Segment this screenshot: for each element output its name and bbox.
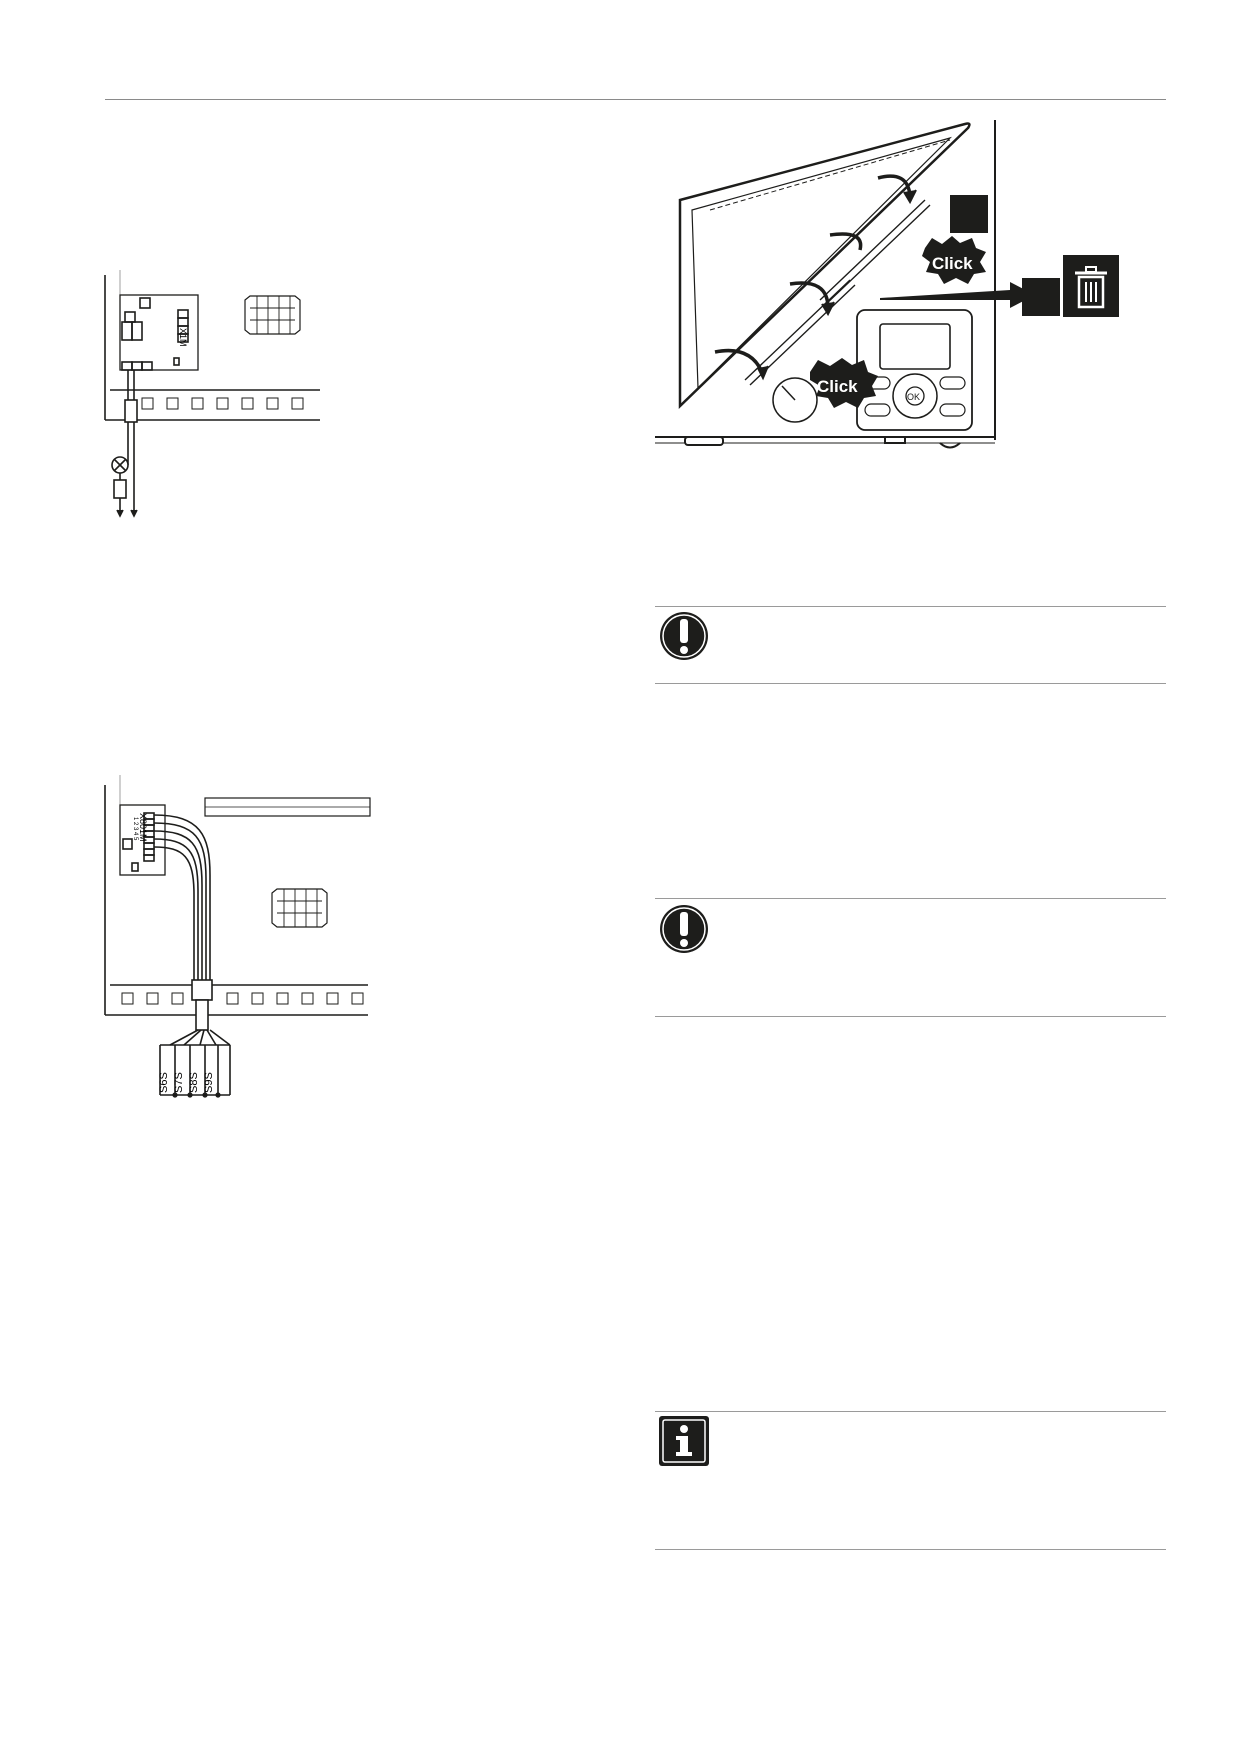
exclamation-icon xyxy=(660,612,708,660)
wiring-diagram-x801m: X801M 1 2 3 4 5 S6S S7S S8S S9S xyxy=(104,775,371,1098)
step-marker-2 xyxy=(1022,278,1060,316)
step-marker-1 xyxy=(950,195,988,233)
click-label-top: Click xyxy=(932,254,973,273)
notice-1-top-rule xyxy=(655,606,1166,607)
notice-2-bottom-rule xyxy=(655,1016,1166,1017)
terminal-label-x1m: X1M xyxy=(178,328,188,347)
header-rule xyxy=(105,99,1166,100)
front-panel-illustration: Click Click OK xyxy=(655,120,1119,449)
notice-3-bottom-rule xyxy=(655,1549,1166,1550)
switch-label-s8s: S8S xyxy=(188,1072,200,1093)
info-icon xyxy=(659,1416,709,1466)
switch-label-s6s: S6S xyxy=(158,1072,170,1093)
click-label-bottom: Click xyxy=(817,377,858,396)
notice-2-top-rule xyxy=(655,898,1166,899)
switch-label-s9s: S9S xyxy=(203,1072,215,1093)
trash-icon xyxy=(1063,255,1119,317)
switch-label-s7s: S7S xyxy=(173,1072,185,1093)
terminal-pin-numbers: 1 2 3 4 5 xyxy=(132,817,138,841)
exclamation-icon xyxy=(660,905,708,953)
notice-1-bottom-rule xyxy=(655,683,1166,684)
wiring-diagram-x1m: X1M xyxy=(104,270,320,518)
ok-button-label: OK xyxy=(907,392,920,402)
terminal-label-x801m: X801M xyxy=(138,813,148,842)
notice-3-top-rule xyxy=(655,1411,1166,1412)
